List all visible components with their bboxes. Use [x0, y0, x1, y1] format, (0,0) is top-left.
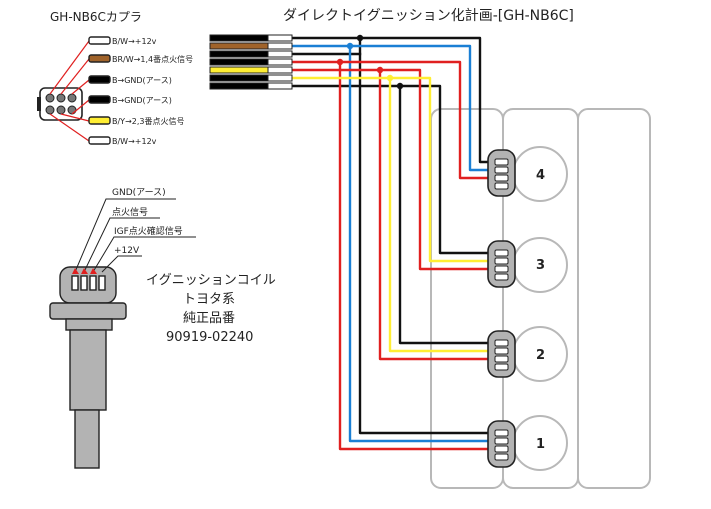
coil-plugs	[487, 149, 516, 468]
coil-plug-pin	[494, 429, 509, 437]
wire	[388, 76, 497, 353]
coil-desc-line-2: トヨタ系	[183, 292, 235, 307]
bundle-wire-stub	[209, 58, 269, 66]
coil-plug-pin	[494, 445, 509, 453]
bundle-wire-stub	[209, 82, 269, 90]
coil-desc-line-4: 90919-02240	[166, 330, 253, 345]
coil-plug-pin	[494, 174, 509, 182]
coil-plug-pin	[494, 339, 509, 347]
coil-plug-pin	[494, 249, 509, 257]
bundle-wire-stub	[209, 34, 269, 42]
pin-label-6: B/W→+12v	[112, 137, 157, 146]
pin-swatch-1	[88, 36, 111, 45]
bundle-wire-terminal	[267, 34, 293, 42]
coil-plug-pin	[494, 347, 509, 355]
coil-pin-igf-signal: IGF点火確認信号	[114, 225, 183, 237]
connector-pin-list: B/W→+12vBR/W→1,4番点火信号B→GND(アース)B→GND(アース…	[88, 36, 193, 146]
coil-plug-pin	[494, 166, 509, 174]
wire	[290, 36, 497, 164]
coil-pin-12v: +12V	[114, 246, 140, 256]
cylinder-1-label: 1	[536, 437, 545, 452]
coil-pin-ignition-signal: 点火信号	[112, 206, 148, 218]
pin-label-3: B→GND(アース)	[112, 76, 172, 85]
pin-label-5: B/Y→2,3番点火信号	[112, 116, 185, 126]
coil-pin-pointers	[74, 198, 196, 273]
coil-plug-pin	[494, 437, 509, 445]
coil-pin-arrows	[72, 268, 97, 274]
connector-title: GH-NB6Cカプラ	[50, 10, 142, 24]
spark-plug-wells	[512, 146, 568, 471]
pin-swatch-3	[88, 75, 111, 84]
wire	[290, 60, 497, 180]
pin-label-4: B→GND(アース)	[112, 96, 172, 105]
bundle-wire-terminal	[267, 58, 293, 66]
cylinder-3-label: 3	[536, 258, 545, 273]
bundle-wire-stub	[209, 50, 269, 58]
wire	[348, 44, 497, 443]
coil-plug-pin	[494, 158, 509, 166]
pin-label-1: B/W→+12v	[112, 37, 157, 46]
bundle-wire-terminal	[267, 74, 293, 82]
wire	[290, 84, 497, 345]
coil-plug-pin	[494, 453, 509, 461]
nb6c-connector	[37, 40, 90, 142]
coil-plug-pin	[494, 363, 509, 371]
wire-junction	[336, 58, 344, 66]
wire-junction	[346, 42, 354, 50]
diagram-title: ダイレクトイグニッション化計画-[GH-NB6C]	[283, 8, 574, 24]
pin-swatch-2	[88, 54, 111, 63]
bundle-wire-stub	[209, 74, 269, 82]
engine-block	[430, 108, 651, 489]
coil-plug-pin	[494, 265, 509, 273]
wire	[358, 36, 497, 435]
pin-swatch-4	[88, 95, 111, 104]
pin-swatch-6	[88, 136, 111, 145]
pin-swatch-5	[88, 116, 111, 125]
bundle-wire-terminal	[267, 50, 293, 58]
bundle-wire-terminal	[267, 66, 293, 74]
wire	[338, 60, 497, 451]
wire-junction	[396, 82, 404, 90]
coil-plug-pin	[494, 182, 509, 190]
wire	[378, 68, 497, 271]
toyota-coil-illustration	[49, 266, 127, 469]
wire-bundle	[209, 34, 293, 90]
wire-junction	[386, 74, 394, 82]
wire-junction	[376, 66, 384, 74]
wire	[290, 44, 497, 172]
coil-pin-gnd: GND(アース)	[112, 188, 166, 198]
wire	[290, 68, 497, 361]
coil-plug-pin	[494, 257, 509, 265]
coil-desc-line-3: 純正品番	[183, 311, 235, 326]
cylinder-2-label: 2	[536, 348, 545, 363]
wire-junction	[356, 34, 364, 42]
wire	[290, 76, 497, 263]
bundle-wire-terminal	[267, 42, 293, 50]
coil-desc-line-1: イグニッションコイル	[146, 273, 276, 288]
coil-plug-pin	[494, 355, 509, 363]
cylinder-4-label: 4	[536, 168, 545, 183]
pin-label-2: BR/W→1,4番点火信号	[112, 54, 193, 64]
bundle-wire-stub	[209, 42, 269, 50]
bundle-wire-terminal	[267, 82, 293, 90]
coil-plug-pin	[494, 273, 509, 281]
bundle-wire-stub	[209, 66, 269, 74]
wire-harness	[290, 34, 497, 451]
